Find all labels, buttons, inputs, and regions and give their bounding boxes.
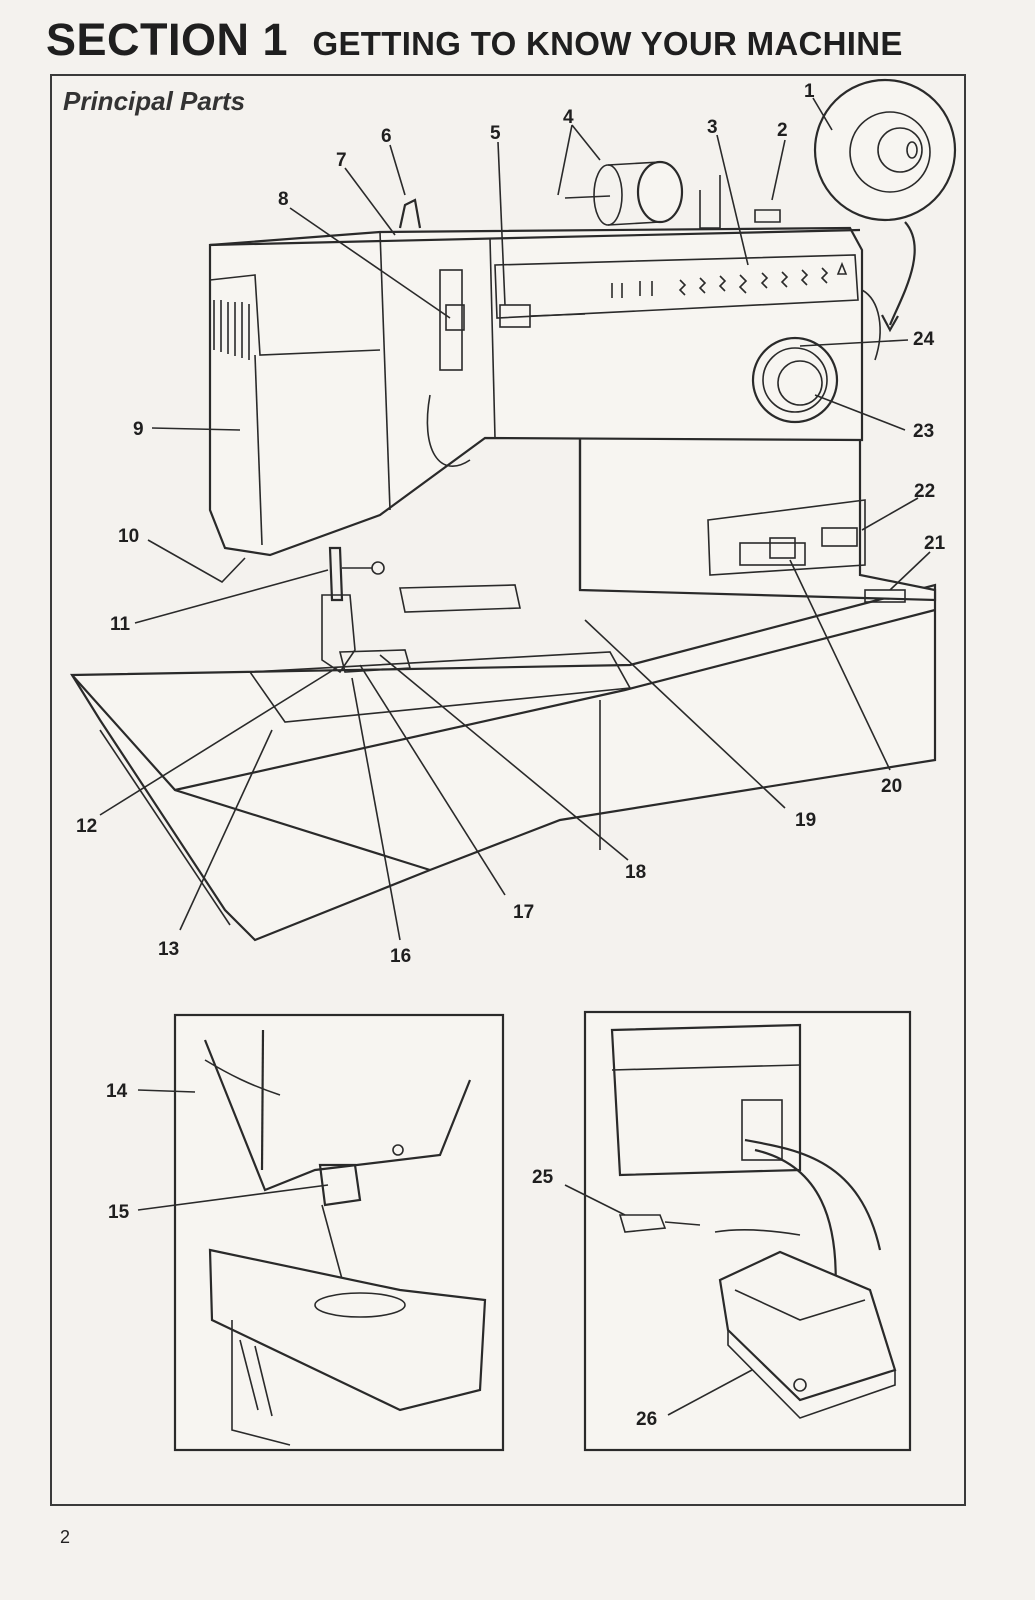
- callout-9: 9: [133, 419, 144, 440]
- callout-24: 24: [913, 329, 935, 350]
- leader-lines: [99, 97, 931, 1416]
- page-number: 2: [60, 1527, 71, 1547]
- spool: [564, 160, 721, 229]
- callout-12: 12: [76, 816, 97, 837]
- callout-18: 18: [625, 862, 646, 883]
- callout-26: 26: [636, 1409, 657, 1430]
- callout-17: 17: [513, 902, 534, 923]
- callout-5: 5: [490, 123, 501, 144]
- callout-10: 10: [118, 526, 139, 547]
- stitch-patterns: [611, 261, 848, 298]
- callout-3: 3: [707, 117, 718, 138]
- free-arm-inset: [173, 1013, 505, 1452]
- callout-19: 19: [795, 810, 816, 831]
- section-title: GETTING TO KNOW YOUR MACHINE: [312, 25, 903, 62]
- section-number: SECTION 1: [46, 14, 289, 65]
- callout-14: 14: [106, 1081, 128, 1102]
- foot-control-inset: [583, 1010, 912, 1452]
- callout-11: 11: [110, 614, 131, 635]
- callout-labels: 1 2 3 4 5 6 7 8 9 10 11 12 13 14 15 16 1…: [76, 81, 946, 1430]
- bobbin-winder-inset: [813, 78, 957, 333]
- figure-frame: [50, 74, 966, 1506]
- section-header: SECTION 1 GETTING TO KNOW YOUR MACHINE: [46, 14, 1006, 70]
- callout-6: 6: [381, 126, 392, 147]
- vent-slots: [213, 300, 250, 360]
- callout-22: 22: [914, 481, 935, 502]
- callout-2: 2: [777, 120, 788, 141]
- subheading: Principal Parts: [63, 86, 246, 116]
- callout-7: 7: [336, 150, 347, 171]
- callout-8: 8: [278, 189, 289, 210]
- callout-16: 16: [390, 946, 411, 967]
- machine-illustration: [70, 160, 937, 942]
- callout-4: 4: [563, 107, 574, 128]
- callout-1: 1: [804, 81, 815, 102]
- callout-15: 15: [108, 1202, 130, 1223]
- callout-21: 21: [924, 533, 946, 554]
- callout-13: 13: [158, 939, 179, 960]
- callout-23: 23: [913, 421, 934, 442]
- callout-20: 20: [881, 776, 902, 797]
- callout-25: 25: [532, 1167, 554, 1188]
